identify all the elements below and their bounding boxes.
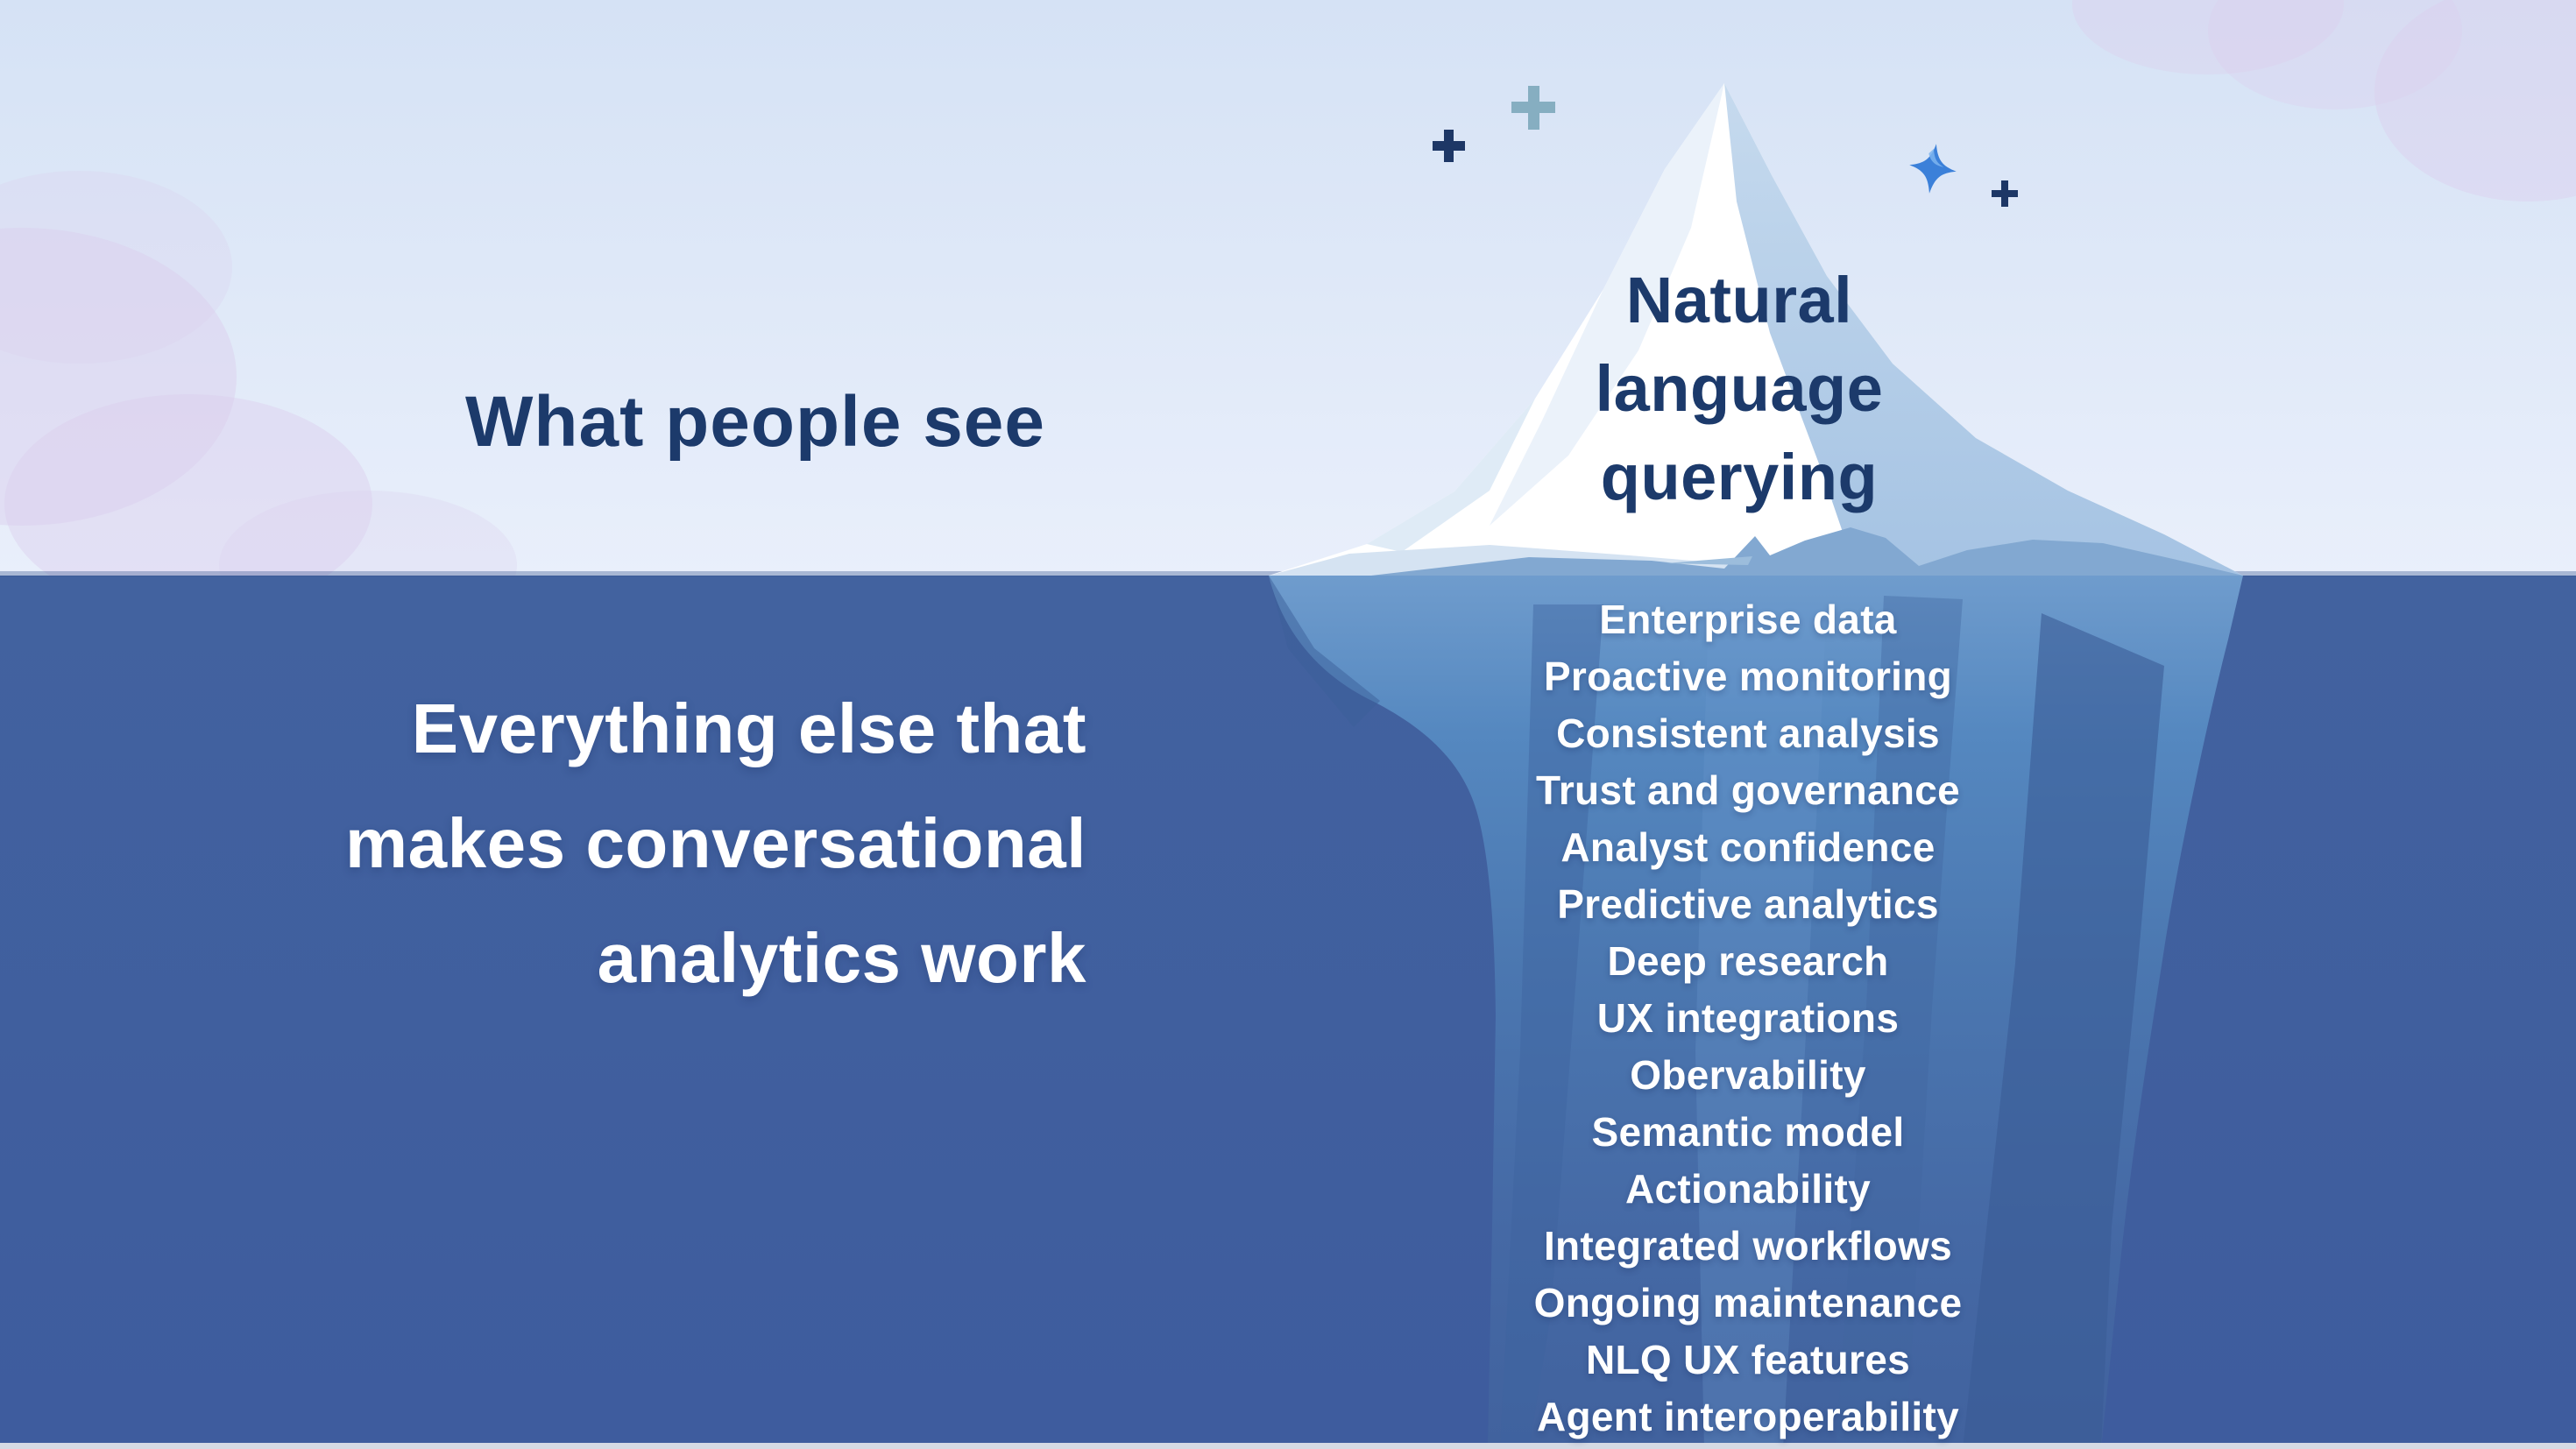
below-water-heading-line-3: analytics work — [597, 919, 1086, 997]
iceberg-above-water — [1269, 83, 2243, 576]
hidden-item: Deep research — [1607, 938, 1889, 984]
hidden-capabilities-list: Enterprise data Proactive monitoring Con… — [1354, 591, 2142, 1445]
hidden-item: Semantic model — [1591, 1109, 1905, 1155]
hidden-item: Ongoing maintenance — [1533, 1280, 1963, 1325]
hidden-item: Actionability — [1625, 1166, 1871, 1212]
hidden-item: Analyst confidence — [1560, 824, 1936, 870]
bottom-strip — [0, 1443, 2576, 1449]
iceberg-tip-heading-line-1: Natural — [1625, 264, 1853, 336]
iceberg-tip-heading: Natural language querying — [1433, 256, 2046, 521]
plus-icon-teal — [1511, 86, 1555, 130]
iceberg-underwater — [1269, 576, 2243, 1449]
sky — [0, 0, 2576, 576]
hidden-item: Integrated workflows — [1543, 1223, 1953, 1269]
hidden-item: Trust and governance — [1535, 767, 1960, 813]
below-water-heading-line-1: Everything else that — [411, 689, 1086, 767]
hidden-item: Predictive analytics — [1557, 881, 1939, 927]
above-water-heading: What people see — [464, 382, 1046, 462]
hidden-item: Proactive monitoring — [1543, 654, 1953, 699]
hidden-item: Obervability — [1630, 1052, 1866, 1098]
hidden-item: NLQ UX features — [1585, 1337, 1911, 1382]
plus-icon-navy-small — [1992, 180, 2018, 207]
plus-icon-navy — [1433, 130, 1465, 162]
hidden-item: Enterprise data — [1599, 597, 1897, 642]
below-water-heading-line-2: makes conversational — [345, 804, 1086, 882]
hidden-item: UX integrations — [1596, 995, 1900, 1041]
below-water-heading: Everything else that makes conversationa… — [35, 671, 1086, 1015]
cloud-right — [2072, 0, 2576, 201]
hidden-item: Consistent analysis — [1556, 710, 1940, 756]
iceberg-tip-heading-line-3: querying — [1600, 441, 1879, 513]
iceberg-floe-ridge — [1371, 527, 2243, 576]
sparkle-star-icon — [1909, 144, 1957, 194]
iceberg-tip-heading-line-2: language — [1595, 352, 1884, 425]
sparkle-decorations — [1433, 86, 2018, 207]
cloud-left — [0, 171, 517, 640]
hidden-item: Agent interoperability — [1537, 1394, 1959, 1439]
